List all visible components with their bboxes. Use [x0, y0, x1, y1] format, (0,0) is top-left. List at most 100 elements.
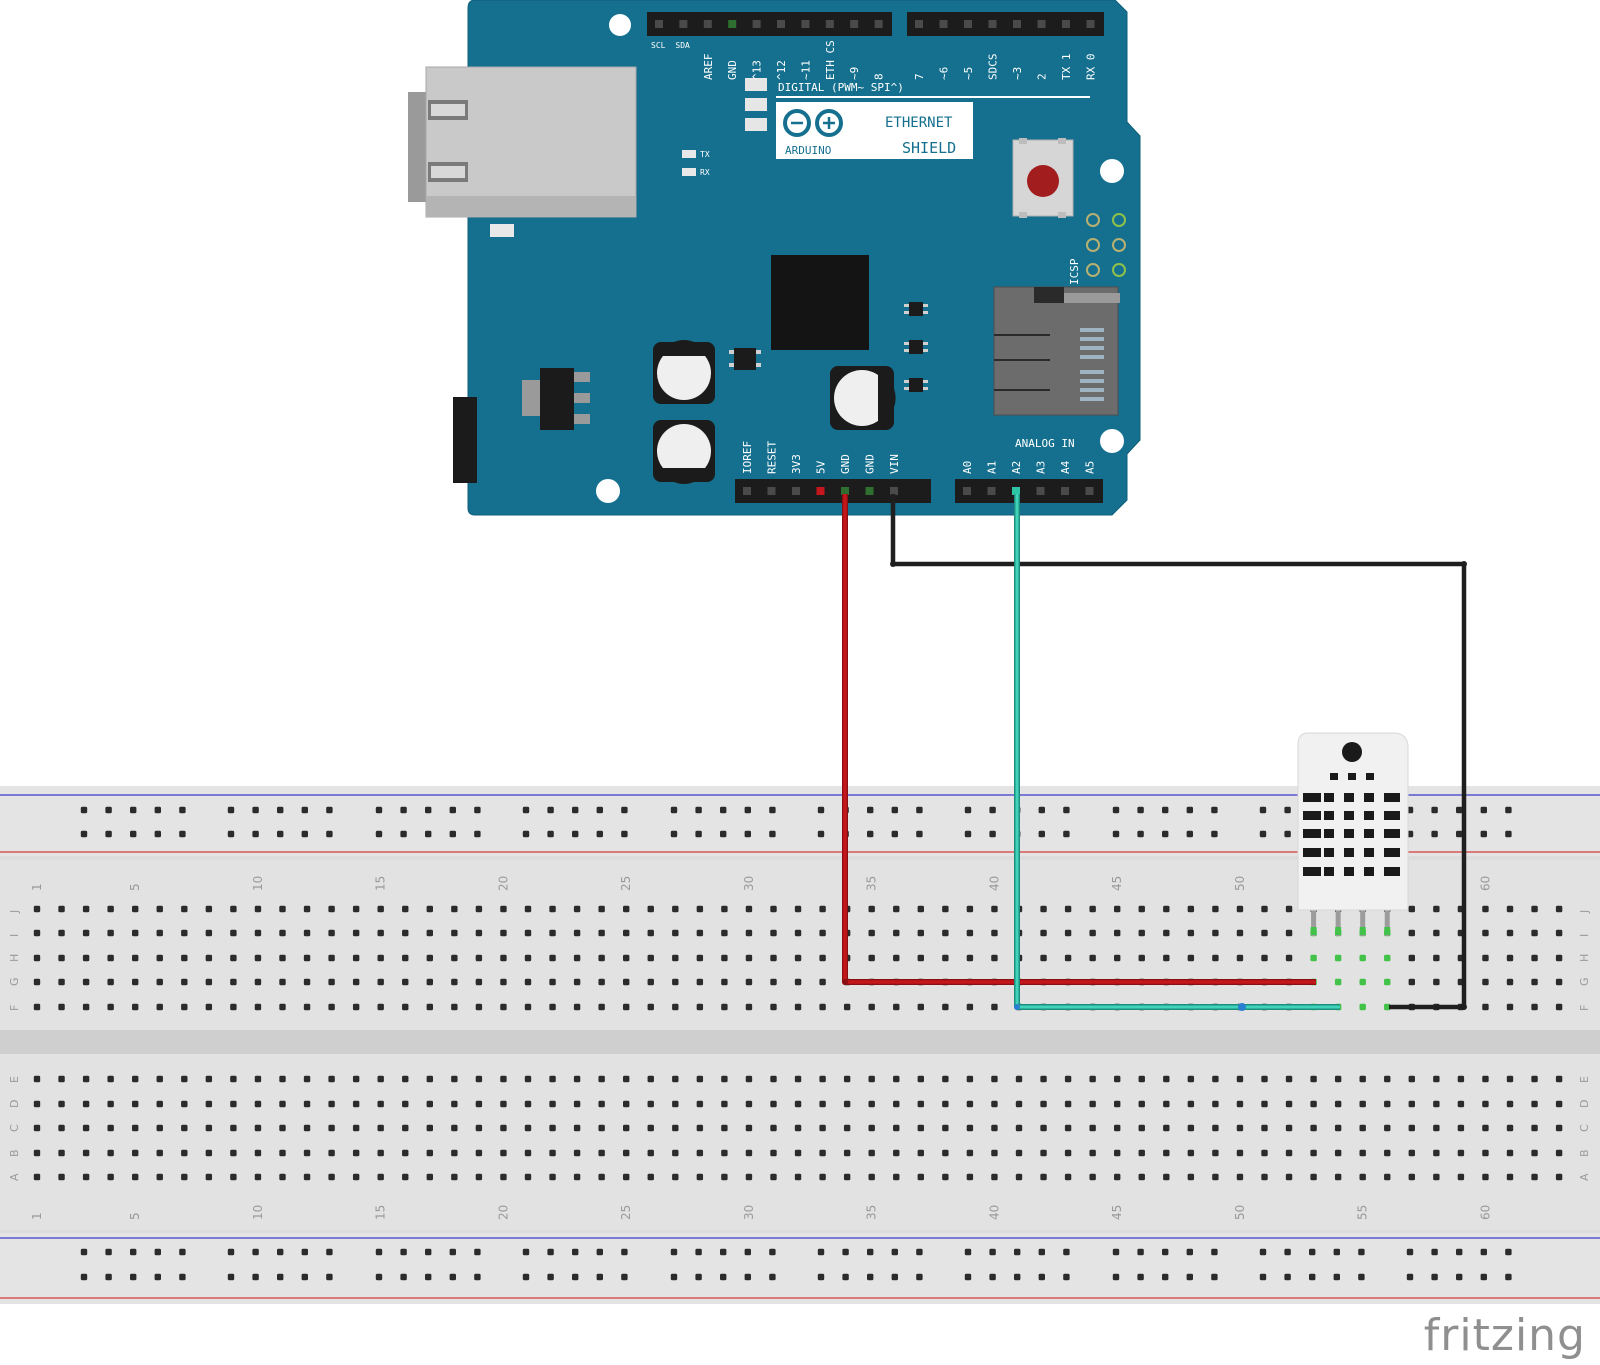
sensor-mount-hole-icon [1342, 742, 1362, 762]
breadboard-hole [942, 954, 949, 962]
row-letter: G [8, 977, 21, 986]
header-pin [1086, 20, 1095, 28]
breadboard-hole [1284, 1273, 1291, 1281]
breadboard-hole [623, 1173, 630, 1181]
breadboard-hole [745, 1149, 753, 1157]
breadboard-hole [1089, 929, 1096, 937]
row-letter: D [1578, 1100, 1591, 1108]
breadboard-hole [573, 978, 581, 986]
breadboard-hole [966, 1075, 974, 1083]
breadboard-hole [1114, 905, 1121, 913]
breadboard-hole [917, 929, 924, 937]
breadboard-hole [670, 806, 678, 814]
breadboard-hole [598, 1100, 605, 1108]
breadboard-hole [1064, 929, 1072, 937]
breadboard-hole [33, 929, 41, 937]
breadboard-hole [891, 830, 898, 838]
breadboard-hole [549, 978, 556, 986]
breadboard-hole [867, 806, 874, 814]
breadboard-hole [1040, 1149, 1047, 1157]
breadboard-hole [500, 954, 507, 962]
pin-label: 5V [815, 460, 828, 474]
breadboard-hole [252, 806, 259, 814]
breadboard-hole [132, 1124, 139, 1132]
breadboard-hole [230, 1173, 237, 1181]
row-letter: C [8, 1124, 21, 1132]
header-pin [777, 20, 785, 28]
breadboard-hole [770, 1100, 777, 1108]
grille-slot [1303, 811, 1321, 820]
breadboard-hole [33, 954, 41, 962]
breadboard-hole [500, 929, 507, 937]
sensor-leg-tip [1359, 927, 1366, 935]
breadboard-hole [524, 954, 532, 962]
breadboard-hole [1284, 830, 1291, 838]
icsp-header-icon [1086, 213, 1126, 277]
breadboard-hole [991, 905, 998, 913]
breadboard-hole [1138, 1075, 1145, 1083]
breadboard-hole [1359, 1149, 1366, 1157]
breadboard-hole [279, 1173, 286, 1181]
breadboard-hole [794, 929, 802, 937]
breadboard-hole [819, 1100, 826, 1108]
breadboard-hole [745, 1100, 753, 1108]
breadboard-hole [377, 1100, 384, 1108]
breadboard-hole [744, 806, 751, 814]
breadboard-hole [402, 1149, 409, 1157]
breadboard-hole [744, 1248, 751, 1256]
fritzing-watermark: fritzing [1423, 1310, 1586, 1361]
breadboard-hole [720, 806, 727, 814]
breadboard-hole [991, 954, 998, 962]
breadboard-hole [154, 1273, 161, 1281]
breadboard-hole [377, 1075, 384, 1083]
breadboard-hole [1137, 806, 1144, 814]
sd-card-slot-icon [993, 286, 1120, 416]
breadboard-hole [1163, 1173, 1170, 1181]
breadboard-hole [58, 954, 65, 962]
breadboard-hole [426, 929, 433, 937]
breadboard-hole [1038, 1273, 1045, 1281]
breadboard-hole [547, 1248, 554, 1256]
power-header [735, 479, 931, 503]
breadboard-hole [426, 1100, 433, 1108]
breadboard-hole [425, 806, 432, 814]
breadboard-hole [130, 1273, 137, 1281]
breadboard-hole [58, 1100, 65, 1108]
breadboard-hole [82, 1149, 90, 1157]
breadboard-hole [1358, 1248, 1365, 1256]
pin-label: A4 [1059, 460, 1072, 474]
breadboard-hole [1212, 1100, 1219, 1108]
breadboard-hole [1040, 1075, 1047, 1083]
breadboard-hole [672, 1124, 679, 1132]
breadboard-hole [1038, 1248, 1045, 1256]
breadboard-hole [842, 1273, 849, 1281]
breadboard-hole [254, 1124, 262, 1132]
analog-header [955, 479, 1103, 503]
breadboard-hole [598, 1173, 605, 1181]
grille-slot [1330, 773, 1338, 780]
breadboard-hole [156, 1149, 163, 1157]
breadboard-hole [181, 929, 188, 937]
breadboard-hole [696, 929, 704, 937]
breadboard-hole [1162, 806, 1169, 814]
breadboard-hole [817, 830, 825, 838]
breadboard-hole [326, 1273, 333, 1281]
breadboard-hole [966, 929, 974, 937]
breadboard-hole [1457, 1149, 1465, 1157]
breadboard-hole [1163, 1100, 1170, 1108]
breadboard-hole [966, 905, 974, 913]
breadboard-hole [1285, 1149, 1293, 1157]
breadboard-hole [254, 905, 262, 913]
breadboard-hole [303, 929, 311, 937]
breadboard-hole [1457, 1100, 1465, 1108]
breadboard-hole [1506, 929, 1514, 937]
column-number: 60 [1478, 1205, 1492, 1220]
breadboard-hole [1408, 929, 1415, 937]
breadboard-hole [1261, 1124, 1268, 1132]
breadboard-hole [942, 1100, 949, 1108]
pin-label: AREF [702, 54, 715, 81]
row-letter: I [1578, 934, 1591, 937]
breadboard-hole [301, 830, 308, 838]
breadboard-hole [1384, 1075, 1391, 1083]
breadboard-hole [227, 1273, 235, 1281]
